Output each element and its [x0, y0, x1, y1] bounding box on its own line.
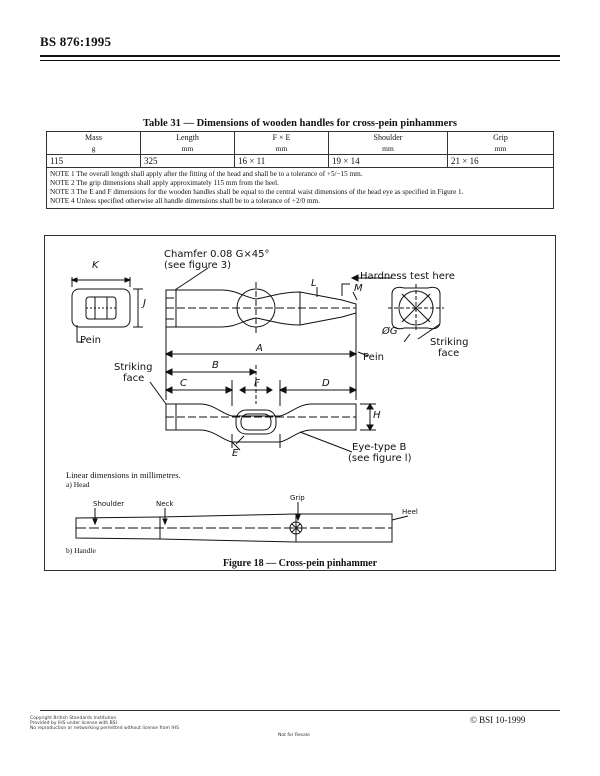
label-b: B — [212, 360, 219, 371]
label-d: D — [322, 378, 330, 389]
table-header-row: Mass Length F × E Shoulder Grip — [46, 131, 554, 143]
label-hardness-test: Hardness test here — [360, 271, 455, 282]
handle-drawing — [75, 502, 409, 543]
label-eye-type-2: (see figure l) — [348, 453, 412, 464]
label-diameter-g: ØG — [382, 326, 398, 337]
label-striking-right-1: Striking — [430, 337, 469, 348]
label-j: J — [143, 298, 146, 309]
label-h: H — [373, 410, 381, 421]
copyright-notice: Copyright British Standards Institution … — [30, 716, 179, 732]
label-grip: Grip — [290, 494, 305, 502]
end-view-striking-face — [350, 274, 444, 343]
not-for-resale: Not for Resale — [278, 733, 310, 738]
label-chamfer-line1: Chamfer 0.08 G×45° — [164, 249, 270, 260]
dimensions-table: Mass Length F × E Shoulder Grip g mm mm … — [46, 131, 554, 209]
label-striking-left-2: face — [123, 373, 145, 384]
label-striking-left-1: Striking — [114, 362, 153, 373]
linear-dimensions-note: Linear dimensions in millimetres. — [66, 470, 181, 480]
footer-rule — [40, 710, 560, 711]
table-caption: Table 31 — Dimensions of wooden handles … — [143, 118, 457, 129]
label-shoulder: Shoulder — [93, 500, 125, 508]
table-note-2: NOTE 2 The grip dimensions shall apply a… — [50, 179, 279, 187]
label-pein-right: Pein — [363, 352, 384, 363]
label-k: K — [92, 260, 99, 271]
table-notes-row: NOTE 1 The overall length shall apply af… — [46, 167, 554, 209]
figure-caption: Figure 18 — Cross-pein pinhammer — [222, 558, 378, 569]
header-rule-thick — [40, 55, 560, 57]
label-chamfer-line2: (see figure 3) — [164, 260, 232, 271]
label-heel: Heel — [402, 508, 418, 516]
table-notes: NOTE 1 The overall length shall apply af… — [46, 167, 554, 209]
head-plan-view — [165, 403, 376, 453]
label-neck: Neck — [156, 500, 174, 508]
label-pein-left: Pein — [80, 335, 101, 346]
table-note-3: NOTE 3 The E and F dimensions for the wo… — [50, 188, 464, 196]
label-c: C — [180, 378, 187, 389]
copyright-line-2: Provided by IHS under license with BSI — [30, 721, 117, 727]
label-eye-type-1: Eye-type B — [352, 442, 407, 453]
copyright-line-1: Copyright British Standards Institution — [30, 716, 117, 721]
label-e: E — [232, 448, 239, 459]
label-a: A — [256, 343, 263, 354]
label-striking-right-2: face — [438, 348, 460, 359]
label-f: F — [254, 378, 260, 389]
dimension-lines — [149, 313, 369, 406]
col-header-grip: Grip — [447, 131, 554, 143]
standard-number: BS 876:1995 — [40, 34, 112, 49]
table-note-4: NOTE 4 Unless specified otherwise all ha… — [50, 197, 320, 205]
head-side-view — [165, 267, 358, 334]
subcaption-handle: b) Handle — [66, 546, 96, 555]
bsi-copyright: © BSI 10-1999 — [470, 715, 526, 725]
end-view-pein — [70, 277, 143, 343]
figure-frame — [44, 235, 556, 571]
label-m: M — [354, 283, 363, 294]
copyright-line-3: No reproduction or networking permitted … — [30, 726, 179, 732]
label-l: L — [311, 278, 317, 289]
table-note-1: NOTE 1 The overall length shall apply af… — [50, 170, 363, 178]
header-rule-thin — [40, 60, 560, 61]
subcaption-head: a) Head — [66, 480, 90, 489]
